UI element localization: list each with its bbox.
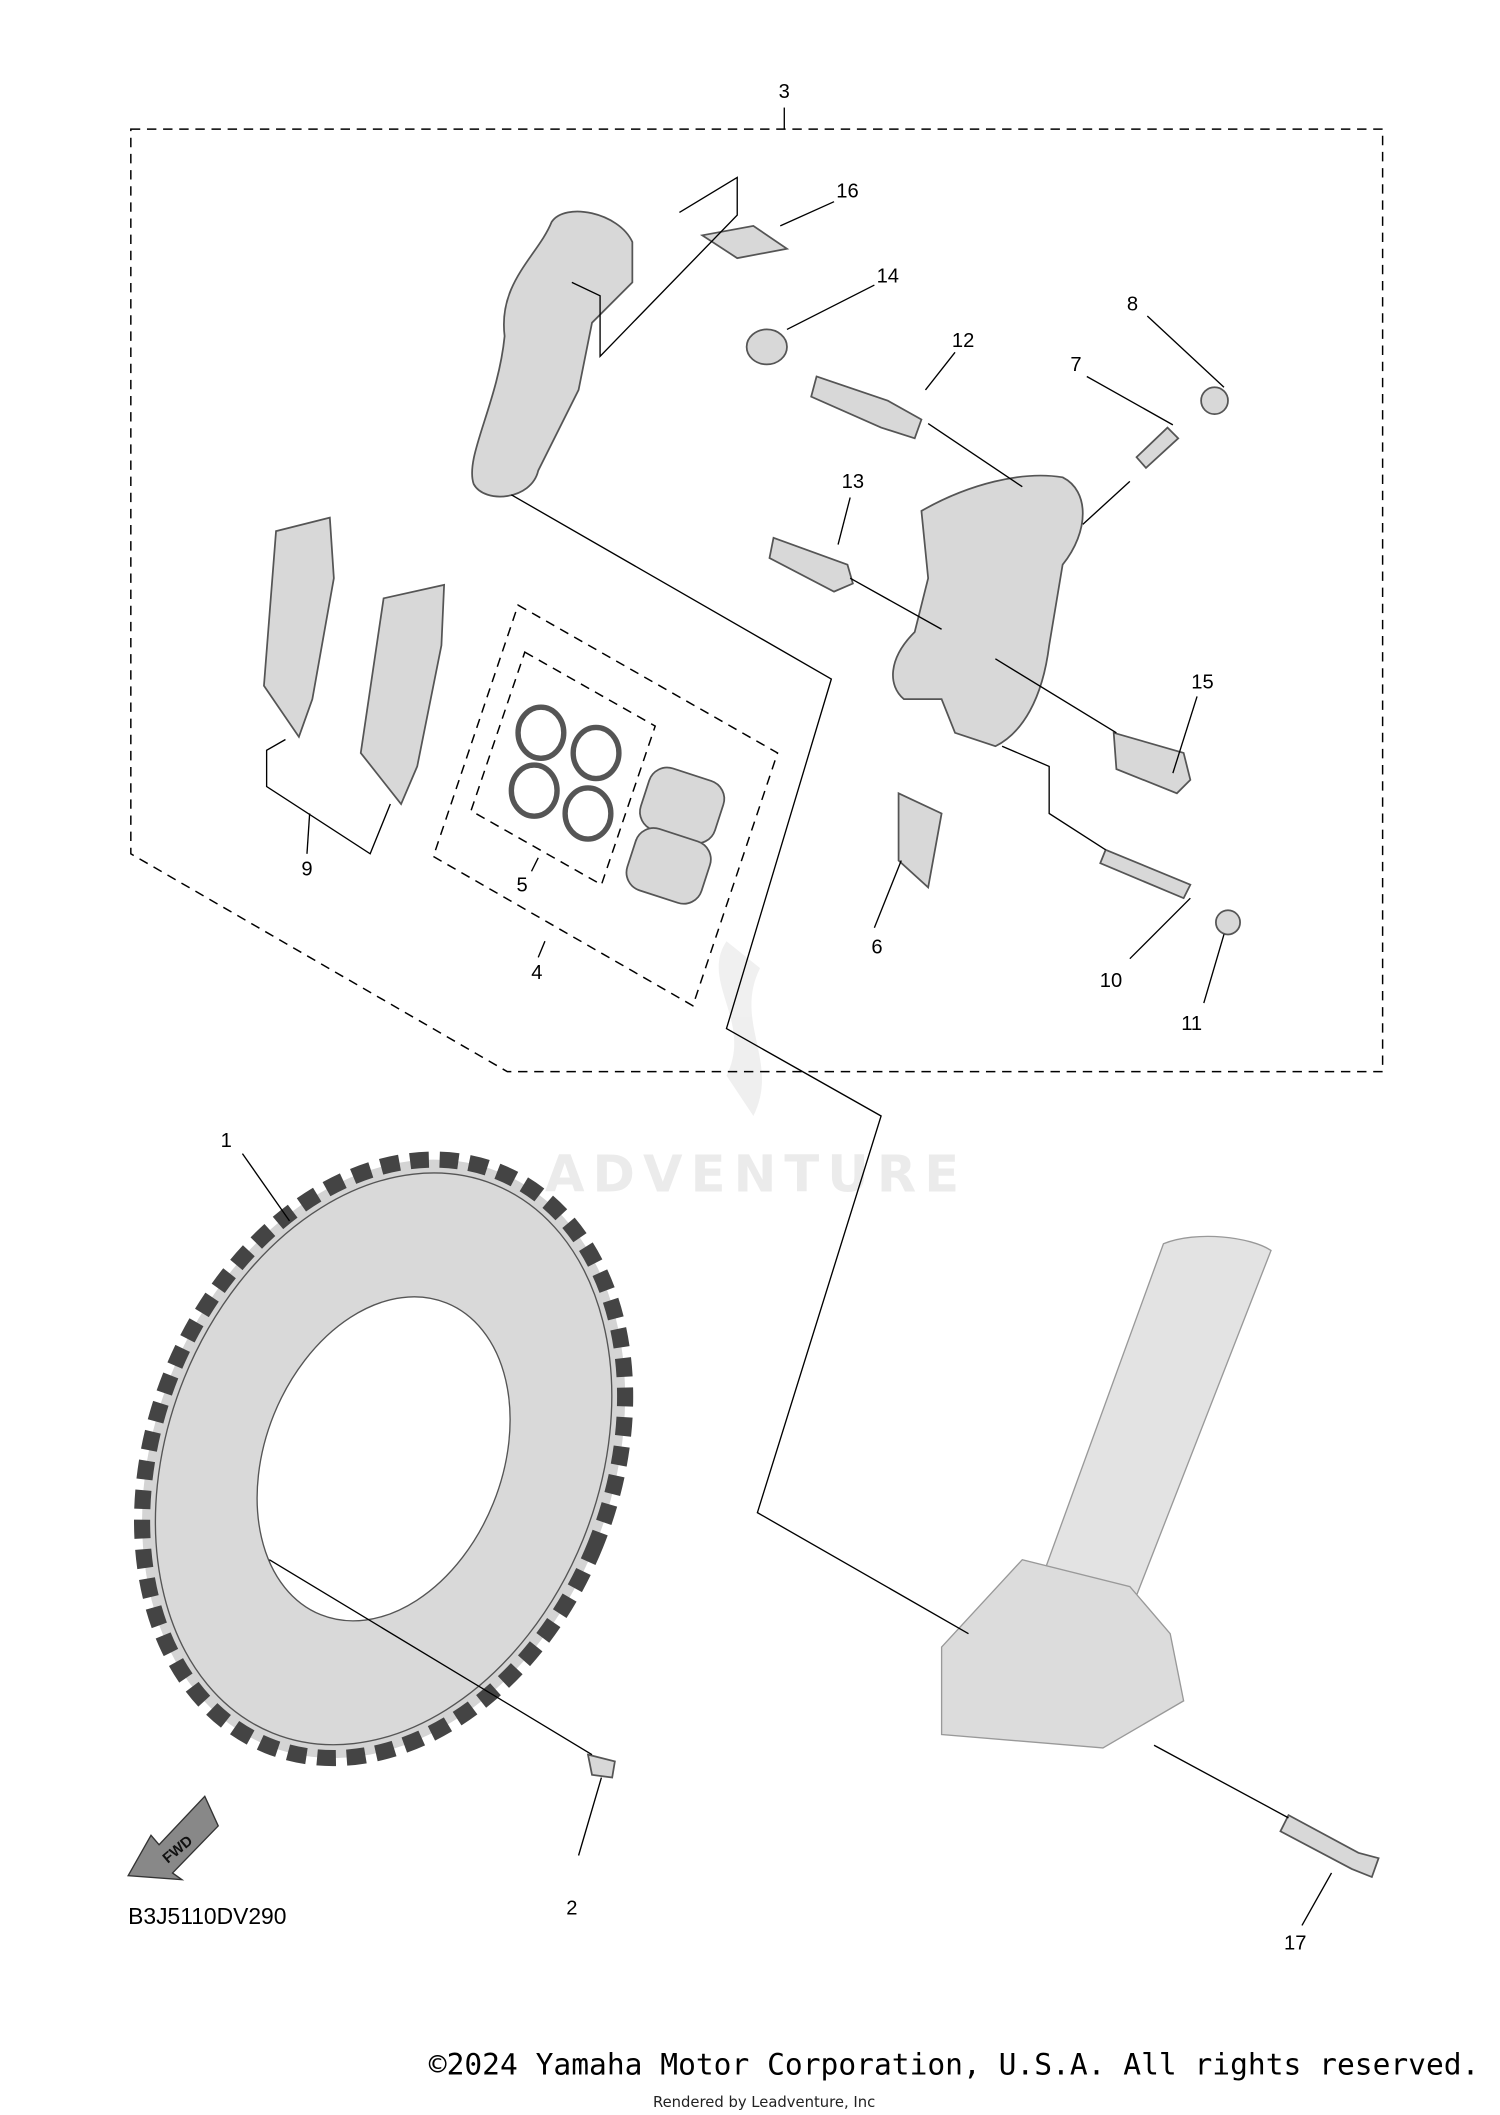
callout-13: 13: [842, 471, 864, 493]
callout-10: 10: [1100, 970, 1122, 992]
front-fork: [940, 1235, 1272, 1749]
callout-17: 17: [1284, 1933, 1306, 1955]
callout-4: 4: [531, 962, 542, 984]
axle-holder-bolt: [1279, 1813, 1380, 1879]
callout-2: 2: [566, 1898, 577, 1920]
leader-lines: [241, 176, 1333, 1926]
brake-disc: [134, 1151, 634, 1767]
callout-3: 3: [779, 81, 790, 103]
caliper-body: [892, 474, 1084, 748]
boot: [745, 328, 788, 366]
caliper-pin-12: [810, 375, 923, 440]
pad-pin: [1099, 848, 1192, 900]
plug: [1215, 909, 1241, 936]
fwd-arrow-icon: FWD: [127, 1795, 220, 1881]
caliper-bracket: [471, 210, 634, 498]
brake-pad-2: [359, 583, 446, 806]
callout-16: 16: [836, 181, 858, 203]
callout-9: 9: [301, 858, 312, 880]
callout-1: 1: [221, 1130, 232, 1152]
callout-7: 7: [1070, 354, 1081, 376]
caliper-pin-13: [768, 536, 854, 593]
callout-5: 5: [516, 874, 527, 896]
piston-2: [625, 827, 712, 905]
pad-spring: [897, 791, 943, 890]
leadventure-watermark: ADVENTURE: [545, 941, 967, 1204]
brake-pad-1: [263, 516, 335, 739]
piston-seals: [508, 704, 622, 842]
watermark-text: ADVENTURE: [545, 1145, 967, 1204]
callout-14: 14: [877, 265, 899, 287]
caliper-assembly-boundary: [130, 128, 1384, 1073]
caliper-bolt-15: [1112, 731, 1192, 795]
callout-8: 8: [1127, 294, 1138, 316]
bleed-cap: [1200, 386, 1229, 415]
callout-15: 15: [1191, 671, 1213, 693]
piston-seal-boundary: [470, 651, 657, 886]
copyright-notice: ©2024 Yamaha Motor Corporation, U.S.A. A…: [429, 2048, 1480, 2082]
bleed-screw: [1135, 426, 1180, 470]
rendered-by-notice: Rendered by Leadventure, Inc: [653, 2094, 875, 2111]
callout-12: 12: [952, 330, 974, 352]
disc-bolt: [586, 1753, 616, 1779]
seal-kit-boundary: [432, 603, 779, 1007]
callout-11: 11: [1181, 1013, 1202, 1035]
diagram-code: B3J5110DV290: [128, 1903, 286, 1929]
callout-6: 6: [871, 936, 882, 958]
pad-spring-clip: [699, 224, 790, 260]
